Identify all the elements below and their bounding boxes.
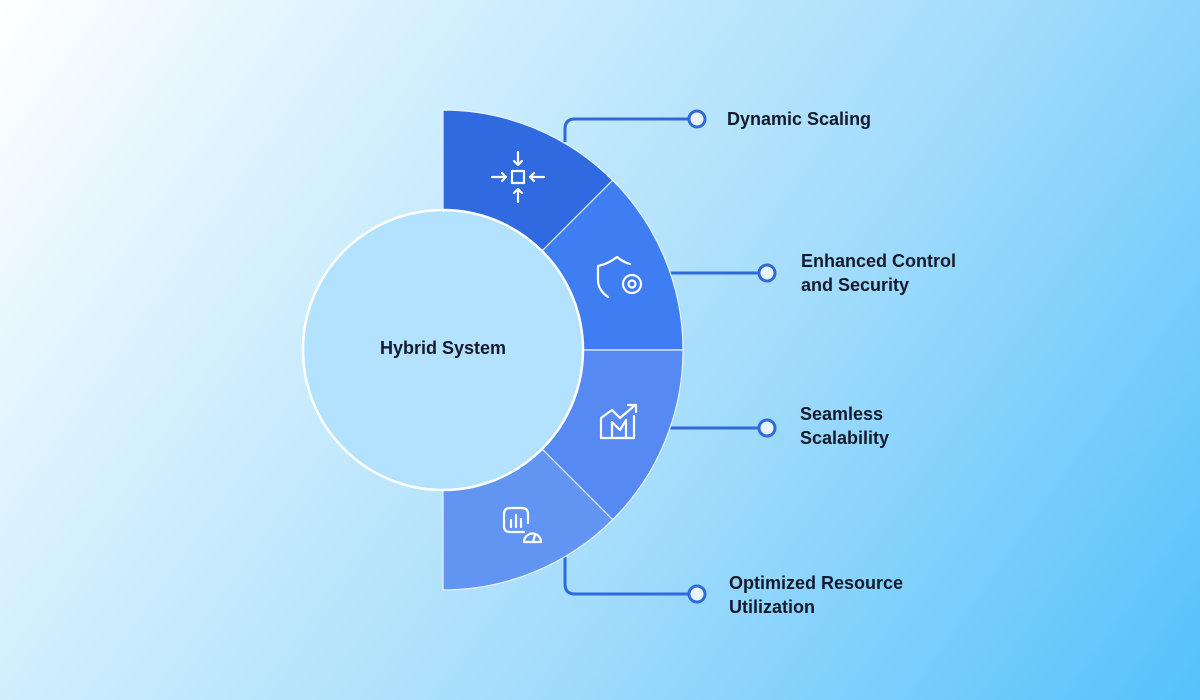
- connector-4: [563, 557, 689, 596]
- center-label: Hybrid System: [379, 338, 507, 358]
- shield-gear-icon: [596, 255, 643, 299]
- label-optimized-resource: Optimized Resource Utilization: [729, 571, 903, 619]
- label-line: Seamless: [800, 404, 884, 424]
- connector-dot-2: [757, 263, 777, 283]
- center-circle: [301, 208, 585, 492]
- label-line: Enhanced Control: [801, 251, 957, 271]
- label-line: and Security: [801, 275, 910, 295]
- label-dynamic-scaling: Dynamic Scaling: [727, 107, 871, 131]
- connector-1: [563, 117, 689, 142]
- label-line: Scalability: [800, 428, 890, 448]
- dashboard-gauge-icon: [502, 506, 543, 544]
- connector-dot-1: [687, 109, 707, 129]
- connector-dot-4: [687, 584, 707, 604]
- label-enhanced-control: Enhanced Control and Security: [801, 249, 956, 297]
- label-line: Utilization: [729, 597, 815, 617]
- label-line: Optimized Resource: [729, 573, 904, 593]
- label-line: Dynamic Scaling: [727, 109, 872, 129]
- label-seamless-scalability: Seamless Scalability: [800, 402, 889, 450]
- connector-dot-3: [757, 418, 777, 438]
- growth-chart-icon: [599, 403, 638, 440]
- compress-arrows-icon: [490, 150, 546, 204]
